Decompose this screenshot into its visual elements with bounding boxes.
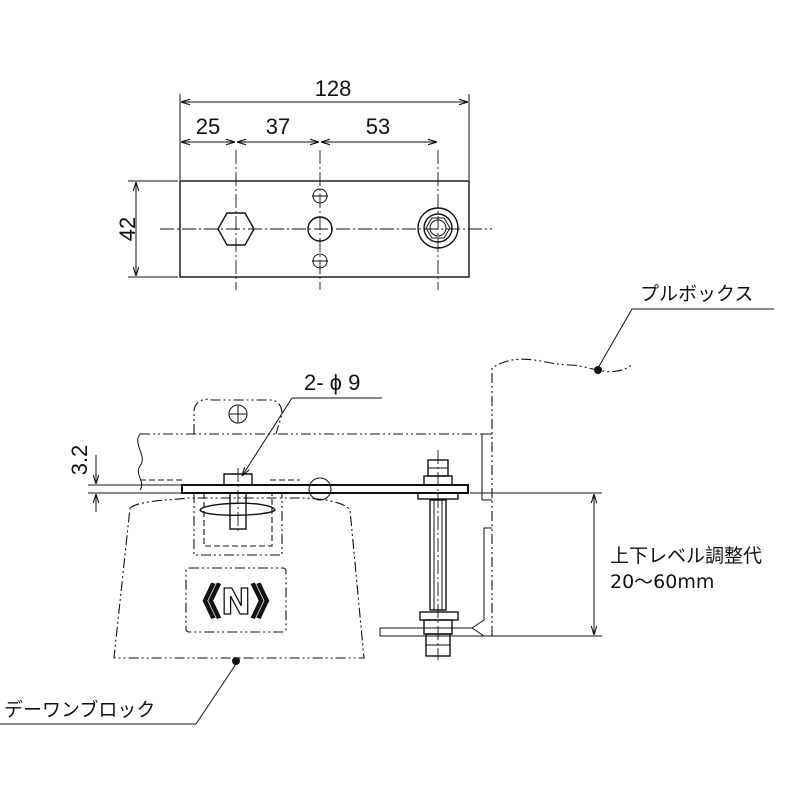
dim-37: 37 [266, 114, 290, 139]
top-view: 128 25 37 53 42 [115, 76, 492, 290]
dim-128: 128 [315, 76, 352, 101]
logo-panel [185, 567, 287, 633]
lower-bracket [380, 627, 485, 637]
block-outline [113, 497, 365, 659]
side-view: 《N》 [0, 283, 774, 725]
center-hole [307, 216, 333, 242]
adjust-label-2: 20～60mm [610, 571, 714, 593]
adjust-label-1: 上下レベル調整代 [610, 545, 762, 567]
hex-bolt-head [217, 212, 255, 246]
dim-25: 25 [196, 114, 220, 139]
nut-hex [425, 217, 451, 239]
pull-box-dot [594, 366, 602, 374]
block-leader [195, 663, 237, 725]
pull-box-label: プルボックス [640, 283, 753, 305]
pull-box-leader [597, 308, 633, 369]
hole-spec: 2- ϕ 9 [304, 370, 360, 395]
washer [417, 207, 459, 249]
block-dot [232, 657, 240, 665]
dim-3-2: 3.2 [67, 445, 92, 476]
side-plate [181, 484, 469, 494]
plate-hole [308, 477, 332, 501]
pull-box-outline [491, 358, 633, 636]
dim-42: 42 [115, 217, 140, 241]
dim-53: 53 [366, 114, 390, 139]
clip [199, 502, 276, 516]
channel [193, 493, 283, 556]
nut-ring [423, 213, 453, 243]
clamp-band [193, 398, 283, 435]
hole-leader [242, 397, 293, 476]
block-label: デーワンブロック [4, 698, 155, 721]
threaded-rod [417, 450, 459, 660]
logo-text: 《N》 [185, 582, 287, 623]
